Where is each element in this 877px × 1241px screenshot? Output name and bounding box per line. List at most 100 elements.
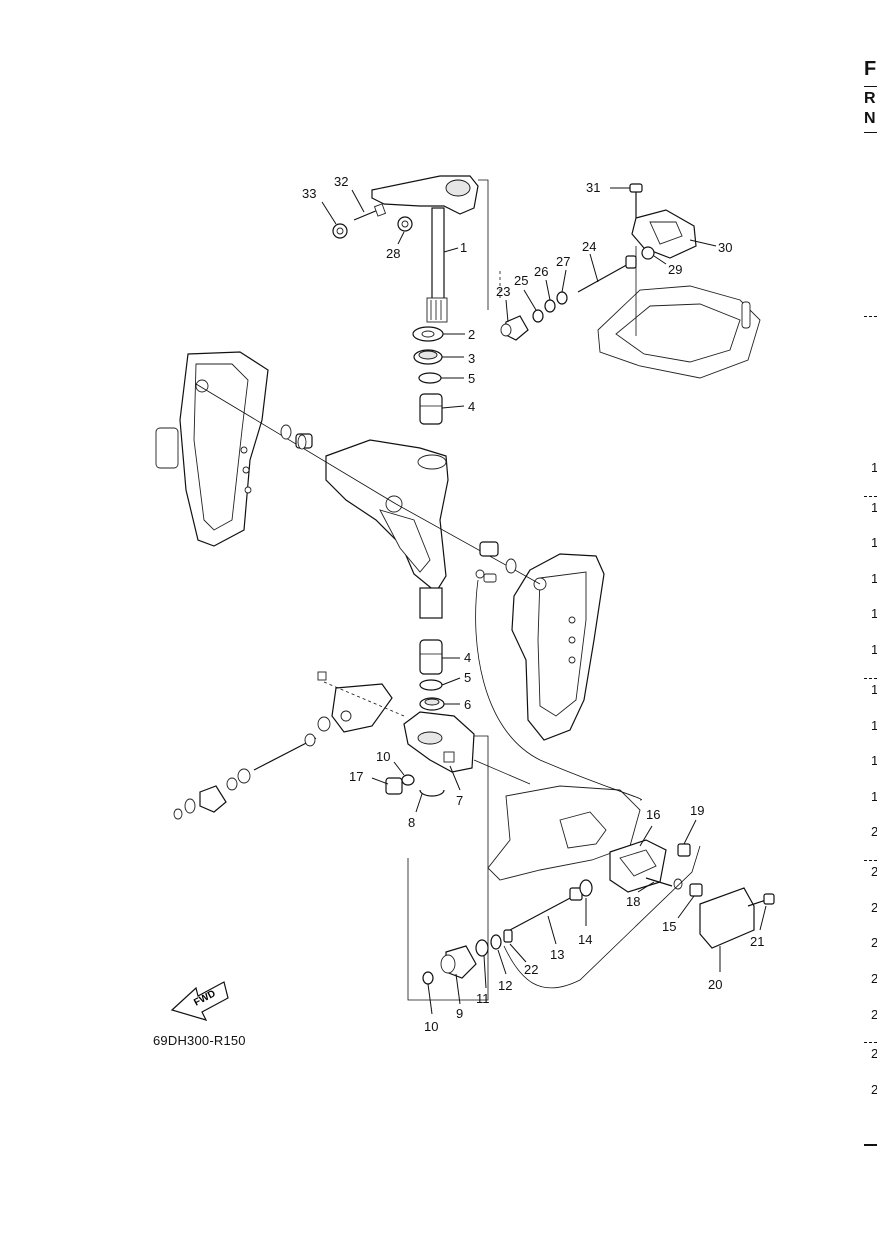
svg-text:10: 10	[424, 1019, 438, 1034]
callout-2: 2	[443, 327, 475, 342]
bracket-16	[609, 839, 667, 893]
callout-4-top: 4	[441, 399, 475, 414]
svg-text:6: 6	[464, 697, 471, 712]
svg-text:5: 5	[468, 371, 475, 386]
svg-text:12: 12	[498, 978, 512, 993]
nut-33	[332, 223, 348, 239]
callout-23: 23	[496, 284, 510, 323]
callout-29: 29	[653, 255, 682, 277]
svg-text:7: 7	[456, 793, 463, 808]
callout-9: 9	[455, 973, 463, 1021]
edge-header-f: F	[864, 58, 877, 80]
steering-arm-shaft	[371, 175, 489, 323]
callout-5-top: 5	[441, 371, 475, 386]
edge-row: 1	[871, 718, 877, 733]
edge-row: 1	[871, 606, 877, 621]
callout-3: 3	[442, 351, 475, 366]
seal-3	[413, 349, 443, 365]
svg-text:11: 11	[476, 991, 490, 1006]
swivel-bracket	[325, 439, 449, 619]
callout-4-bottom: 4	[442, 650, 471, 665]
svg-text:33: 33	[302, 186, 316, 201]
washer-10-upper	[401, 774, 415, 786]
svg-text:18: 18	[626, 894, 640, 909]
nut-19	[677, 843, 691, 857]
bolt-22	[503, 929, 513, 943]
svg-text:2: 2	[468, 327, 475, 342]
bolt-18	[645, 877, 683, 890]
bolt-32	[353, 203, 387, 221]
edge-row: 2	[871, 1046, 877, 1061]
edge-rule-bottom	[864, 1144, 877, 1146]
svg-text:9: 9	[456, 1006, 463, 1021]
callout-15: 17	[349, 769, 389, 785]
edge-rule-header	[864, 132, 877, 133]
svg-text:17: 17	[349, 769, 363, 784]
edge-row: 1	[871, 460, 877, 475]
svg-text:32: 32	[334, 174, 348, 189]
svg-text:16: 16	[646, 807, 660, 822]
upper-mount-cover-30	[631, 209, 697, 259]
svg-text:1: 1	[460, 240, 467, 255]
clamp-bracket-right	[511, 553, 605, 741]
svg-text:4: 4	[464, 650, 471, 665]
svg-text:20: 20	[708, 977, 722, 992]
callout-11: 11	[476, 955, 490, 1006]
left-lower-assembly	[173, 671, 405, 820]
svg-text:23: 23	[496, 284, 510, 299]
svg-text:4: 4	[468, 399, 475, 414]
svg-text:30: 30	[718, 240, 732, 255]
washers-10-11-12	[422, 934, 502, 985]
edge-rule-5	[864, 1042, 877, 1044]
svg-text:28: 28	[386, 246, 400, 261]
svg-text:25: 25	[514, 273, 528, 288]
callout-31: 31	[586, 180, 630, 195]
clamp-bracket-left	[155, 351, 269, 547]
fwd-arrow: FWD	[170, 981, 229, 1021]
callout-5-bottom: 5	[441, 670, 471, 686]
bracket-plate	[597, 285, 761, 379]
nut-17	[689, 883, 703, 897]
callout-32: 32	[334, 174, 365, 213]
bushing-right	[475, 541, 517, 583]
lower-mount-housing-7	[403, 711, 475, 773]
svg-text:31: 31	[586, 180, 600, 195]
bolt-31	[629, 183, 643, 218]
edge-row: 2	[871, 1082, 877, 1097]
svg-text:26: 26	[534, 264, 548, 279]
edge-row: 1	[871, 789, 877, 804]
svg-text:24: 24	[582, 239, 596, 254]
o-ring-5-bottom	[419, 679, 443, 691]
mount-rubber-23	[500, 315, 529, 341]
edge-rule-2	[864, 496, 877, 498]
bushing-left	[280, 424, 313, 450]
svg-text:10: 10	[376, 749, 390, 764]
callout-1: 1	[443, 240, 467, 255]
svg-text:13: 13	[550, 947, 564, 962]
cover-20	[699, 887, 755, 949]
callout-30: 30	[689, 239, 732, 255]
seal-6	[419, 697, 445, 711]
edge-header-n: N	[864, 110, 876, 127]
svg-text:29: 29	[668, 262, 682, 277]
callout-12: 12	[497, 949, 512, 993]
callout-22: 22	[509, 943, 538, 977]
cap-15	[385, 777, 403, 795]
bolt-21	[747, 893, 775, 907]
bolt-24	[577, 255, 637, 293]
callout-7: 7	[449, 765, 463, 808]
edge-row: 2	[871, 971, 877, 986]
callout-10-lower: 10	[424, 983, 438, 1034]
edge-row: 2	[871, 935, 877, 950]
svg-text:5: 5	[464, 670, 471, 685]
edge-row: 2	[871, 824, 877, 839]
edge-rule-1	[864, 316, 877, 318]
edge-row: 1	[871, 571, 877, 586]
callout-27: 27	[556, 254, 570, 293]
svg-text:27: 27	[556, 254, 570, 269]
edge-header-r: R	[864, 90, 876, 107]
edge-row: 1	[871, 642, 877, 657]
bolt-13	[509, 887, 583, 931]
callout-26: 26	[534, 264, 551, 301]
